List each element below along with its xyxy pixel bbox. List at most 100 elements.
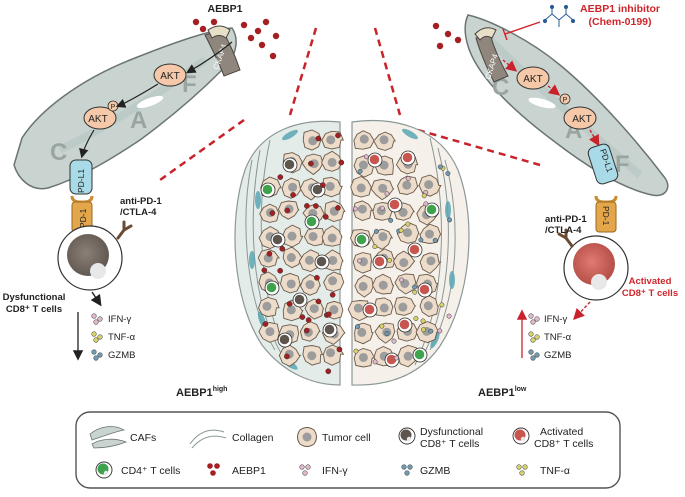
dysfunctional-tcell-core — [272, 234, 283, 245]
tumor-cell-nucleus — [398, 207, 408, 217]
tumor-cell-nucleus — [379, 160, 389, 170]
tumor-cell-nucleus — [379, 135, 389, 145]
legend-ifn-icon — [299, 464, 311, 476]
left-caf-body — [13, 27, 237, 190]
cytokine-particle — [420, 327, 426, 333]
tumor-cell-nucleus — [403, 228, 413, 238]
cd4-tcell-core — [426, 204, 437, 215]
right-akt-top-label: AKT — [523, 74, 542, 85]
aebp1-particle — [279, 245, 286, 252]
tumor-cell-nucleus — [309, 304, 319, 314]
tumor-cell-nucleus — [288, 182, 298, 192]
aebp1-particle — [329, 291, 336, 298]
tumor-cell-nucleus — [357, 327, 367, 337]
cytokine-particle — [355, 324, 361, 330]
legend-dysfunctional-label-1: Dysfunctional — [420, 426, 483, 438]
tumor-cell-nucleus — [286, 253, 296, 263]
aebp1-particle — [277, 267, 283, 274]
left-caf-letter-a: A — [130, 107, 147, 134]
cytokine-particle — [405, 221, 411, 227]
right-anti-label-2: /CTLA-4 — [545, 225, 582, 236]
tumor-cell-nucleus — [326, 348, 336, 358]
dysfunctional-tcell-core — [316, 256, 327, 267]
legend-aebp1-icon — [207, 463, 220, 476]
cytokine-particle — [357, 168, 363, 174]
activated-tcell-core — [399, 319, 410, 330]
tumor-cell-nucleus — [358, 160, 368, 170]
left-antibody-icon — [116, 220, 133, 240]
left-dysfunctional-tcell — [57, 225, 123, 291]
left-tnf-label: TNF-α — [108, 332, 136, 343]
activated-tcell-core — [364, 304, 375, 315]
cytokine-particle — [428, 328, 434, 334]
left-pdl1-box — [69, 159, 93, 195]
tumor-cell-nucleus — [378, 232, 388, 242]
aebp1-particle — [269, 210, 276, 216]
left-tcell-label-1: Dysfunctional — [3, 292, 66, 303]
activated-tcell-core — [369, 154, 380, 165]
activated-tcell-core — [419, 284, 430, 295]
legend-gzmb-label: GZMB — [420, 465, 450, 477]
legend-dysfunctional-tcell-icon — [398, 427, 416, 445]
left-pdl1-label: PD-L1 — [76, 169, 86, 193]
left-tumor-label: AEBP1high — [176, 386, 227, 399]
cytokine-particle — [379, 323, 385, 329]
cytokine-particle — [445, 171, 451, 176]
left-caf-letter-c: C — [50, 139, 67, 166]
right-activated-tcell — [563, 235, 629, 301]
aebp1-particle — [286, 301, 293, 307]
cytokine-particle — [373, 228, 379, 234]
cytokine-particle — [412, 284, 418, 290]
tumor-cell-nucleus — [423, 301, 433, 311]
right-gzmb-label: GZMB — [544, 350, 571, 361]
cytokine-particle — [413, 316, 419, 321]
aebp1-particle — [262, 321, 269, 327]
left-akt-bottom-node — [83, 106, 117, 130]
left-gzmb-label: GZMB — [108, 350, 135, 361]
aebp1-particle — [335, 132, 341, 139]
tumor-cell-nucleus — [305, 280, 315, 290]
aebp1-particle — [266, 250, 273, 257]
dysfunctional-tcell-core — [312, 184, 323, 195]
tumor-cell-nucleus — [327, 157, 337, 167]
aebp1-particle — [322, 214, 329, 220]
cytokine-particle — [437, 328, 443, 334]
left-cytokine-list: IFN-γ TNF-α GZMB — [72, 312, 136, 361]
left-pd1-receptor: PD-1 — [70, 195, 94, 233]
legend-dysfunctional-label-2: CD8⁺ T cells — [420, 438, 479, 450]
right-ifn-icon — [528, 313, 540, 325]
right-tumor-label-sup: low — [515, 386, 527, 393]
tumor-cell-nucleus — [287, 231, 297, 241]
tumor-cell-nucleus — [308, 231, 318, 241]
legend-tnf-label: TNF-α — [540, 465, 570, 477]
tumor-cell-nucleus — [403, 351, 413, 361]
left-tnf-icon — [91, 331, 103, 343]
cytokine-particle — [356, 258, 362, 264]
cytokine-particle — [384, 191, 390, 197]
tumor-mass — [234, 119, 470, 386]
aebp1-particle — [261, 267, 268, 274]
tumor-cell-nucleus — [353, 303, 363, 313]
tumor-cell-nucleus — [402, 180, 412, 190]
aebp1-particle — [338, 159, 345, 166]
aebp1-particle — [325, 368, 332, 375]
right-aebp1-particles — [432, 22, 462, 50]
left-tcell-label-2: CD8⁺ T cells — [6, 304, 62, 315]
zoom-lines — [159, 27, 541, 182]
right-akt-top-node — [516, 66, 550, 90]
cd4-tcell-core — [414, 349, 425, 360]
inhibitor-molecule-icon — [542, 4, 576, 27]
cytokine-particle — [393, 355, 399, 361]
cytokine-particle — [372, 244, 378, 250]
right-ifn-label: IFN-γ — [544, 314, 567, 325]
tumor-cell-nucleus — [356, 183, 366, 193]
aebp1-particle — [299, 314, 306, 320]
activated-tcell-core — [374, 256, 385, 267]
right-gzmb-icon — [528, 349, 540, 361]
cytokine-particle — [387, 257, 392, 263]
cytokine-particle — [398, 227, 404, 233]
top-aebp1-particles — [192, 18, 280, 60]
aebp1-particle — [305, 317, 312, 323]
tumor-cell-nucleus — [426, 256, 436, 266]
